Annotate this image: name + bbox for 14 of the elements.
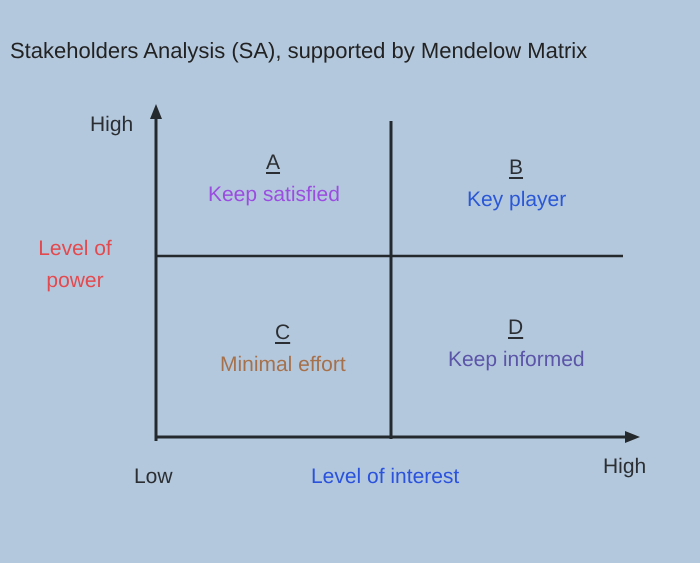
quadrant-label: Keep informed	[448, 347, 585, 372]
axis-title: Level of interest	[311, 464, 460, 490]
quadrant-letter: B	[509, 155, 524, 180]
quadrant-label: Minimal effort	[220, 352, 346, 378]
axis-end-label: Low	[134, 464, 173, 490]
quadrant-label: Keep satisfied	[208, 182, 340, 208]
title: Stakeholders Analysis (SA), supported by Mendelow Matrix	[10, 38, 588, 64]
quadrant-letter: A	[266, 150, 280, 176]
quadrant-label: Key player	[467, 187, 566, 212]
quadrant-letter: C	[275, 320, 290, 346]
axis-title: Level of power	[37, 236, 113, 294]
axis-end-label: High	[90, 112, 134, 138]
axis-end-label: High	[603, 454, 646, 480]
quadrant-letter: D	[508, 315, 524, 340]
